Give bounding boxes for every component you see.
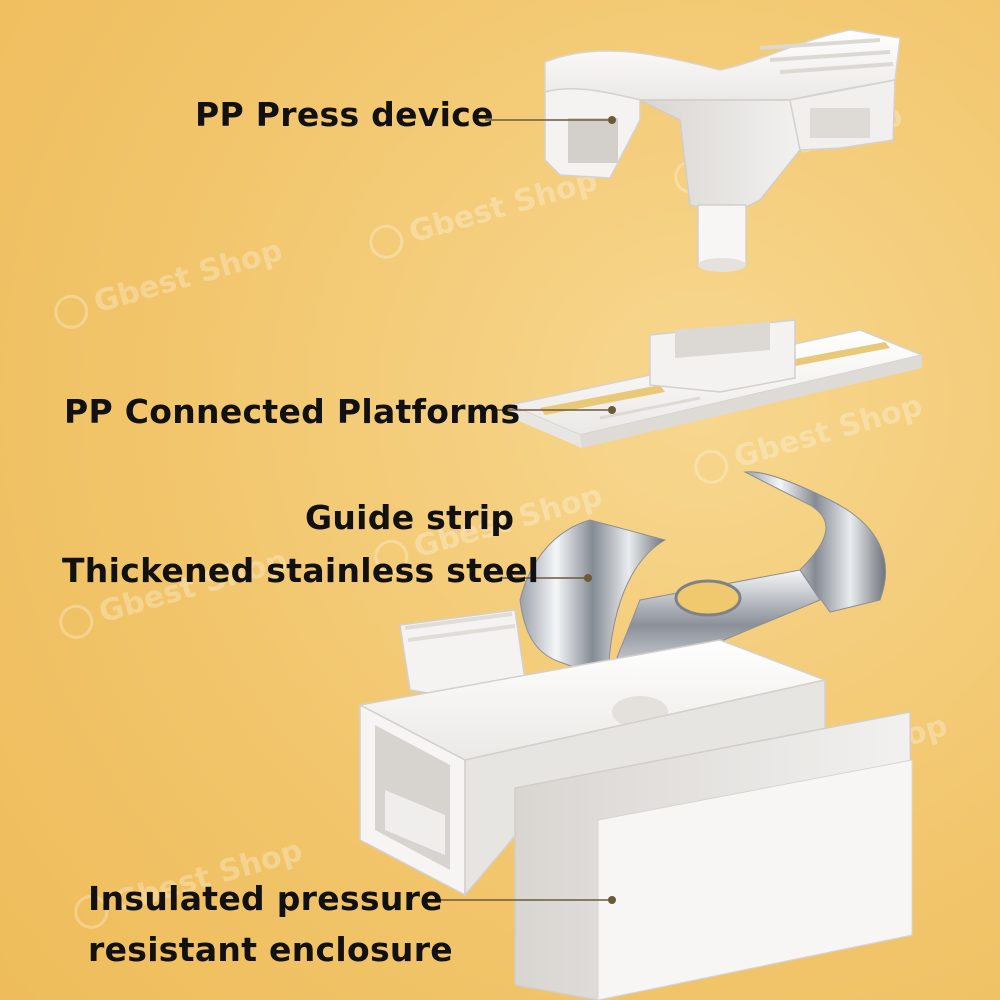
press-device-part xyxy=(544,29,901,272)
label-enclosure-line1: Insulated pressure xyxy=(88,879,443,918)
label-guide-strip: Guide strip xyxy=(305,498,515,537)
label-enclosure-line2: resistant enclosure xyxy=(88,930,453,969)
leader-dot-enclosure xyxy=(608,896,616,904)
platforms-part xyxy=(507,319,925,448)
leader-dot-press xyxy=(608,116,616,124)
label-platforms: PP Connected Platforms xyxy=(64,392,521,431)
enclosure-part xyxy=(357,609,913,1000)
leader-dot-platforms xyxy=(608,406,616,414)
label-stainless-steel: Thickened stainless steel xyxy=(62,551,540,590)
leader-dot-steel xyxy=(584,574,592,582)
leader-lines xyxy=(435,116,616,904)
label-press-device: PP Press device xyxy=(195,95,494,134)
